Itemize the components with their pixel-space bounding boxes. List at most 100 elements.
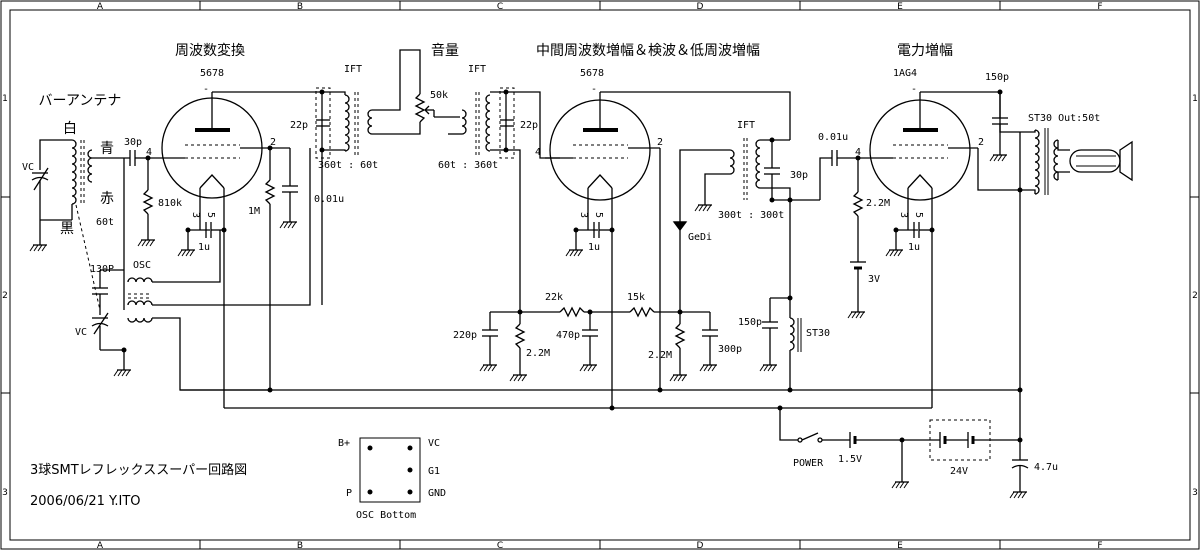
col-b-top: B <box>297 2 303 12</box>
ift-1-label: IFT <box>344 64 362 75</box>
row-3-left: 3 <box>2 488 8 498</box>
cap-300p-label: 300p <box>718 344 742 355</box>
node-bplus-1 <box>1017 187 1023 193</box>
tube-3-pin3: 3 <box>898 212 909 218</box>
tube-1-plate-wire <box>212 91 323 120</box>
antenna-wire-blue: 青 <box>100 141 114 157</box>
ift-3 <box>679 138 820 222</box>
st30-label: ST30 <box>806 328 830 339</box>
detector-network <box>479 305 718 382</box>
resistor-810k-label: 810k <box>158 198 182 209</box>
cathode-cap-2 <box>565 205 613 408</box>
node-bus-3 <box>787 387 793 393</box>
tube-3-pin2: 2 <box>978 137 984 148</box>
ift-2-cap-label: 22p <box>520 120 538 131</box>
ift-3-label: IFT <box>737 120 755 131</box>
tube-3-type: 1AG4 <box>893 68 917 79</box>
row-2-left: 2 <box>2 291 8 301</box>
node-ps-2 <box>1017 437 1023 443</box>
tube-2-pin2: 2 <box>657 137 663 148</box>
ift-2 <box>448 87 560 305</box>
osc-label: OSC <box>133 260 151 271</box>
tube-3-pin5: 5 <box>913 212 924 218</box>
node-det-2 <box>587 309 593 315</box>
tube-1-pin5: 5 <box>205 212 216 218</box>
bar-antenna-coil <box>71 139 93 205</box>
tube-2-type: 5678 <box>580 68 604 79</box>
tube-2-pin3: 3 <box>578 212 589 218</box>
node-ift3-bottom <box>769 197 775 203</box>
stage-volume-label: 音量 <box>431 42 459 59</box>
st30-choke <box>759 200 802 390</box>
tube-2-minus: - <box>591 84 597 95</box>
node-tube2-cathode <box>573 227 579 233</box>
capacitor-001u <box>270 147 298 229</box>
stage-power-label: 電力増幅 <box>897 43 953 59</box>
cap-470p-label: 470p <box>556 330 580 341</box>
node-vc2 <box>121 347 127 353</box>
tube-3-plate-wire <box>920 91 1020 133</box>
node-ift2-bottom <box>503 147 509 153</box>
variable-capacitor-2 <box>91 269 131 377</box>
cap-1u-label-3: 1u <box>908 242 920 253</box>
cathode-cap-3 <box>885 205 933 408</box>
tube-1-type: 5678 <box>200 68 224 79</box>
node-tube1-cathode <box>185 227 191 233</box>
osc-feedback-wire <box>152 148 311 306</box>
osc-bottom-view <box>359 437 421 503</box>
osc-bottom-caption: OSC Bottom <box>356 510 416 521</box>
node-tube3-filament <box>929 227 935 233</box>
cap-150p-output <box>989 92 1008 162</box>
tube-1-pin2: 2 <box>270 137 276 148</box>
col-c-top: C <box>497 2 503 12</box>
cap-001u-label-2: 0.01u <box>818 132 848 143</box>
cap-150p-label: 150p <box>738 317 762 328</box>
output-transformer-label: ST30 Out:50t <box>1028 113 1100 124</box>
stage-converter-label: 周波数変換 <box>175 42 245 59</box>
ift-1-cap-label: 22p <box>290 120 308 131</box>
speaker <box>1069 140 1133 182</box>
node-ps-1 <box>899 437 905 443</box>
resistor-22m-label-1: 2.2M <box>526 348 550 359</box>
col-a-top: A <box>97 2 104 12</box>
tube-1-pin3: 3 <box>190 212 201 218</box>
tube-1-minus: - <box>203 84 209 95</box>
antenna-wire-black: 黒 <box>60 221 74 237</box>
tube-1 <box>150 92 270 205</box>
tube-2 <box>545 92 660 205</box>
stage-if-amp-label: 中間周波数増幅＆検波＆低周波増幅 <box>536 43 760 59</box>
osc-pin-vc: VC <box>428 438 440 449</box>
pot-50k-label: 50k <box>430 90 448 101</box>
capacitor-30p <box>129 150 136 166</box>
battery-24v-label: 24V <box>950 466 968 477</box>
col-f-bottom: F <box>1097 541 1102 550</box>
antenna-label: バーアンテナ <box>39 93 122 109</box>
ift-2-turns: 60t : 360t <box>438 160 498 171</box>
row-3-right: 3 <box>1192 488 1198 498</box>
variable-capacitor-1 <box>29 139 73 252</box>
resistor-1m-label: 1M <box>248 206 260 217</box>
oscillator-coil <box>127 277 153 323</box>
osc-pin-p: P <box>346 488 352 499</box>
ift-2-label: IFT <box>468 64 486 75</box>
osc-to-tube-wire <box>152 230 221 283</box>
tube-3-minus: - <box>911 84 917 95</box>
tube-1-pin4: 4 <box>146 147 152 158</box>
cap-150p-top-label: 150p <box>985 72 1009 83</box>
tube-2-pin4: 4 <box>535 147 541 158</box>
resistor-22m-label-2: 2.2M <box>648 350 672 361</box>
schematic-date: 2006/06/21 Y.ITO <box>30 494 141 509</box>
node-bus-2 <box>657 387 663 393</box>
resistor-22k-label: 22k <box>545 292 563 303</box>
antenna-wire-white: 白 <box>63 121 77 137</box>
resistor-1m <box>264 148 276 390</box>
volume-pot <box>372 49 460 135</box>
tube-2-plate-wire <box>600 91 791 140</box>
resistor-15k-label: 15k <box>627 292 645 303</box>
node-fil-1 <box>609 405 615 411</box>
ift-1-turns: 360t : 60t <box>318 160 378 171</box>
schematic-title: 3球SMTレフレックススーパー回路図 <box>30 462 247 478</box>
col-e-bottom: E <box>897 541 903 550</box>
